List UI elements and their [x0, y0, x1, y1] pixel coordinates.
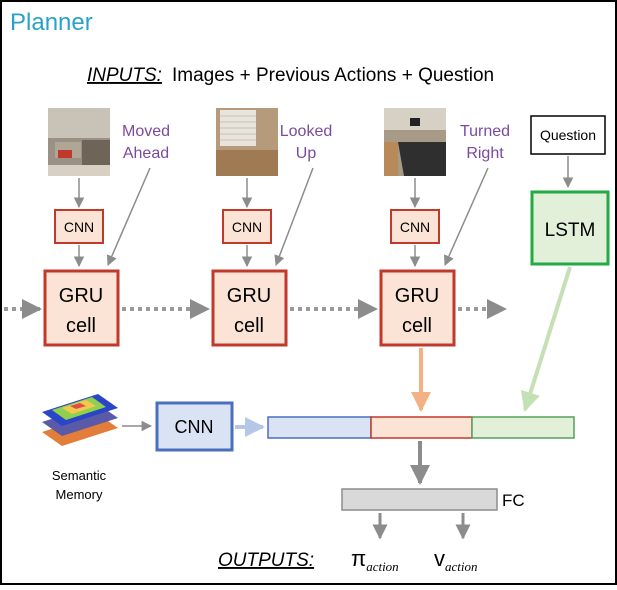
frame-2-action-line2: Up: [296, 145, 317, 162]
frame-2-image: [216, 108, 278, 176]
memory-cnn-box: [155, 401, 234, 452]
question-label: Question: [540, 127, 596, 143]
cnn-box-3-label: CNN: [400, 219, 430, 235]
cnn-box-3: [390, 209, 440, 244]
concat-segment-memory: [267, 416, 372, 439]
question-box: [530, 115, 606, 155]
concat-segment-lstm: [471, 416, 575, 439]
planner-title: Planner: [10, 9, 93, 36]
frame-1-action-line1: Moved: [122, 123, 170, 140]
frame-2-action-line1: Looked: [280, 123, 333, 140]
cnn-box-1: [54, 209, 104, 244]
gru-cell-3-line2: cell: [402, 315, 432, 337]
action-to-gru-arrow-2: [274, 167, 314, 266]
frame-1: Moved Ahead: [48, 108, 170, 176]
gru-cell-2-line1: GRU: [227, 285, 271, 307]
concat-segment-gru: [370, 416, 473, 439]
frame-3: Turned Right: [384, 108, 510, 176]
gru-cell-3: [379, 269, 456, 347]
frame-1-action-line2: Ahead: [123, 145, 169, 162]
gru-cell-2-line2: cell: [234, 315, 264, 337]
frame-3-action-line1: Turned: [460, 123, 510, 140]
action-to-gru-arrow-1: [106, 167, 151, 266]
lstm-to-concat-arrow: [520, 266, 572, 412]
frame-1-image: [48, 108, 110, 176]
gru-cell-1-line1: GRU: [59, 285, 103, 307]
v-action-output: vaction: [434, 546, 478, 574]
gru-cell-2: [211, 269, 288, 347]
cnn-box-1-label: CNN: [64, 219, 94, 235]
semantic-memory-line2: Memory: [56, 487, 103, 502]
semantic-memory-line1: Semantic: [52, 468, 107, 483]
concat-vector: [267, 416, 575, 439]
memory-cnn-label: CNN: [175, 417, 214, 437]
cnn-box-2: [222, 209, 272, 244]
lstm-label: LSTM: [545, 220, 596, 241]
frame-2: Looked Up: [216, 108, 332, 176]
fc-label: FC: [502, 491, 525, 510]
inputs-text: Images + Previous Actions + Question: [172, 65, 494, 86]
cnn-box-2-label: CNN: [232, 219, 262, 235]
lstm-box: [530, 190, 610, 266]
action-to-gru-arrow-3: [444, 167, 489, 266]
inputs-label: INPUTS:: [87, 65, 162, 86]
gru-cell-3-line1: GRU: [395, 285, 439, 307]
outputs-label: OUTPUTS:: [218, 550, 314, 571]
frame-3-image: [384, 108, 446, 176]
fc-layer: [341, 488, 498, 511]
semantic-memory-icon: [42, 394, 118, 446]
frame-3-action-line2: Right: [466, 145, 504, 162]
gru-cell-1-line2: cell: [66, 315, 96, 337]
gru-cell-1: [43, 269, 120, 347]
pi-action-output: πaction: [351, 546, 399, 574]
